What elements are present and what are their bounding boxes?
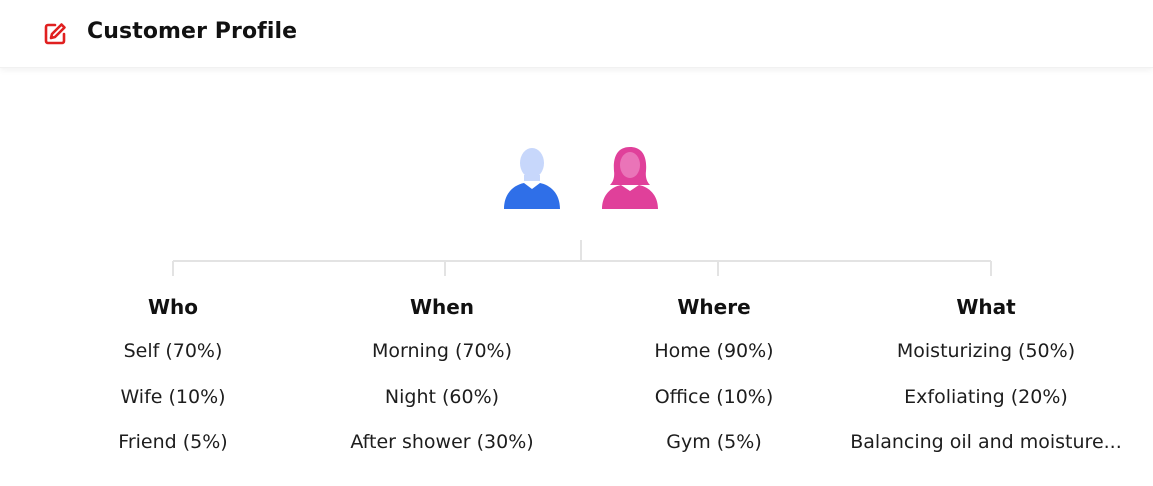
edit-icon[interactable]: [42, 21, 68, 47]
female-user-icon: [602, 147, 658, 209]
page-title: Customer Profile: [87, 19, 298, 44]
list-item: Night (60%): [384, 386, 500, 408]
column-where: Where Home (90%) Office (10%) Gym (5%): [564, 290, 864, 453]
list-item: Gym (5%): [666, 431, 762, 453]
male-user-icon: [504, 148, 560, 209]
column-title: Who: [147, 295, 199, 319]
column-title: What: [956, 295, 1016, 319]
column-title: When: [409, 295, 475, 319]
column-title: Where: [677, 295, 751, 319]
list-item: Exfoliating (20%): [904, 386, 1068, 408]
column-when: When Morning (70%) Night (60%) After sho…: [292, 290, 592, 453]
column-who: Who Self (70%) Wife (10%) Friend (5%): [23, 290, 323, 453]
list-item: Home (90%): [654, 340, 774, 362]
list-item: Office (10%): [654, 386, 774, 408]
list-item: Balancing oil and moisture...: [850, 431, 1122, 453]
list-item: After shower (30%): [350, 431, 534, 453]
list-item: Moisturizing (50%): [896, 340, 1076, 362]
list-item: Self (70%): [123, 340, 223, 362]
list-item: Morning (70%): [371, 340, 512, 362]
column-what: What Moisturizing (50%) Exfoliating (20%…: [836, 290, 1136, 453]
page-header: Customer Profile: [0, 0, 1153, 68]
list-item: Wife (10%): [120, 386, 226, 408]
list-item: Friend (5%): [118, 431, 228, 453]
